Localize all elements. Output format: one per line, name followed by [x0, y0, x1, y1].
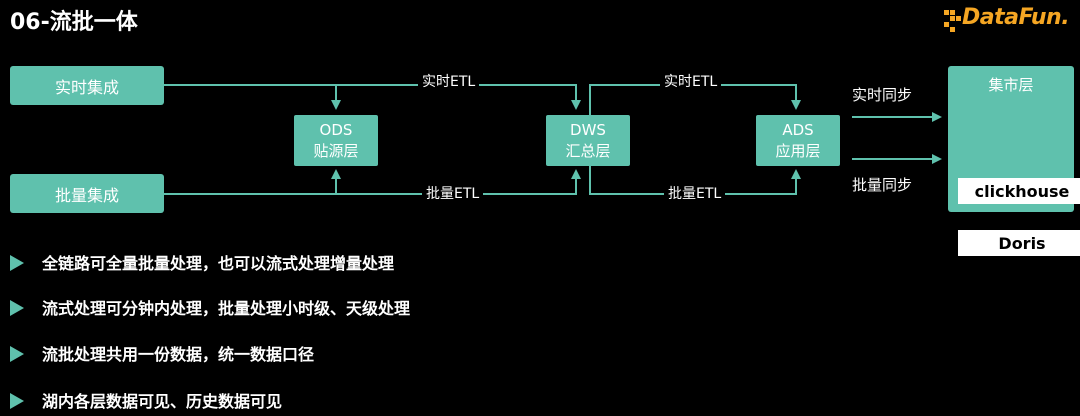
bullet-triangle-icon — [10, 392, 24, 409]
batch-etl-label-2: 批量ETL — [664, 185, 726, 203]
batch-sync-label: 批量同步 — [852, 176, 913, 194]
ods-layer-box: ODS 贴源层 — [294, 115, 378, 166]
logo-text: DataFun. — [962, 5, 1070, 30]
bullet-triangle-icon — [10, 299, 24, 316]
page-title: 06-流批一体 — [10, 10, 138, 35]
batch-etl-label-1: 批量ETL — [422, 185, 484, 203]
batch-to-ods-arrow — [164, 169, 341, 195]
realtime-to-ods-arrow — [164, 84, 341, 110]
dws-desc: 汇总层 — [565, 141, 611, 160]
ads-layer-box: ADS 应用层 — [756, 115, 840, 166]
engine-doris: Doris — [958, 230, 1080, 256]
bullet-text: 湖内各层数据可见、历史数据可见 — [42, 392, 283, 411]
bullet-item: 湖内各层数据可见、历史数据可见 — [10, 388, 282, 412]
realtime-etl-label-2: 实时ETL — [660, 73, 722, 91]
batch-integration-box: 批量集成 — [10, 174, 164, 213]
realtime-sync-label: 实时同步 — [852, 86, 913, 104]
ads-desc: 应用层 — [775, 141, 821, 160]
ods-name: ODS — [319, 120, 353, 139]
realtime-integration-box: 实时集成 — [10, 66, 164, 105]
bullet-text: 全链路可全量批量处理，也可以流式处理增量处理 — [42, 254, 395, 273]
dws-layer-box: DWS 汇总层 — [546, 115, 630, 166]
mart-title: 集市层 — [988, 76, 1034, 94]
datafun-logo: DataFun. — [944, 4, 1074, 38]
bullet-item: 流式处理可分钟内处理，批量处理小时级、天级处理 — [10, 295, 410, 319]
ods-desc: 贴源层 — [313, 141, 359, 160]
batch-integration-label: 批量集成 — [54, 185, 119, 205]
ads-name: ADS — [782, 120, 814, 139]
realtime-to-dws-arrow — [336, 84, 581, 110]
engine-clickhouse: clickhouse — [958, 178, 1080, 204]
bullet-item: 流批处理共用一份数据，统一数据口径 — [10, 341, 314, 365]
bullet-triangle-icon — [10, 254, 24, 271]
bullet-text: 流式处理可分钟内处理，批量处理小时级、天级处理 — [42, 299, 411, 318]
bullet-text: 流批处理共用一份数据，统一数据口径 — [42, 345, 315, 364]
bullet-item: 全链路可全量批量处理，也可以流式处理增量处理 — [10, 250, 394, 274]
batch-to-dws-arrow — [336, 169, 581, 195]
mart-layer-box: 集市层 clickhouse Doris — [948, 66, 1080, 256]
logo-mark-icon — [944, 10, 961, 32]
dws-name: DWS — [570, 120, 606, 139]
realtime-etl-label-1: 实时ETL — [418, 73, 480, 91]
realtime-integration-label: 实时集成 — [54, 77, 119, 97]
bullet-triangle-icon — [10, 345, 24, 362]
